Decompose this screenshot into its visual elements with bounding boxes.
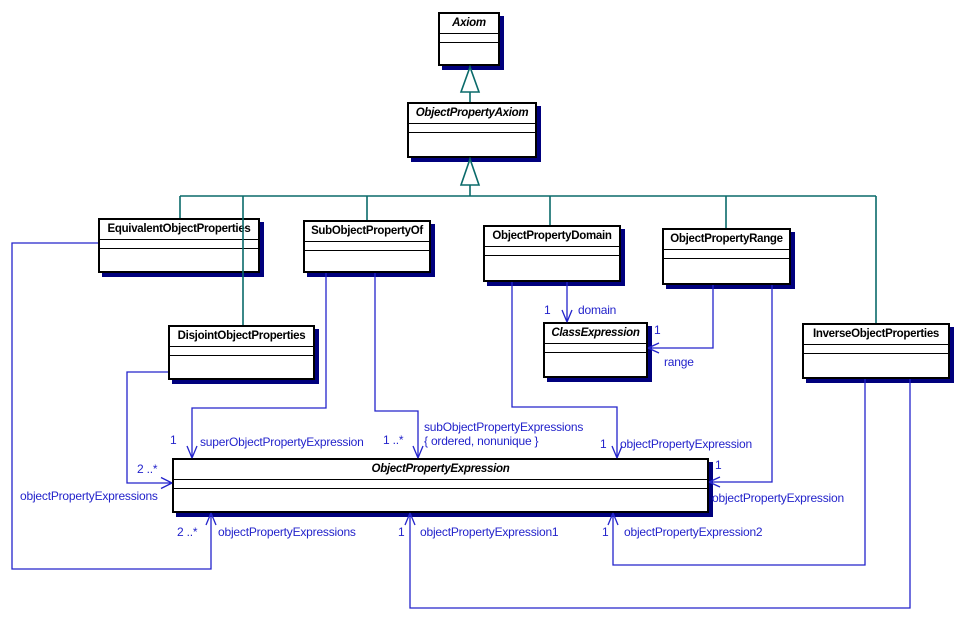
multiplicity-disjoint-opes: 2 ..* — [137, 462, 158, 476]
operations-compartment — [440, 43, 498, 64]
class-equivalentobjectproperties: EquivalentObjectProperties — [98, 218, 260, 273]
association-subobjectpropertyof-subopes — [374, 273, 424, 459]
role-label-equivalent-opes: objectPropertyExpressions — [218, 525, 356, 539]
multiplicity-range: 1 — [654, 323, 661, 337]
role-label-subope: subObjectPropertyExpressions — [424, 420, 584, 434]
association-objectpropertydomain-domain — [561, 282, 573, 323]
attributes-compartment — [305, 242, 429, 251]
class-axiom: Axiom — [438, 12, 500, 66]
class-subobjectpropertyof: SubObjectPropertyOf — [303, 220, 431, 273]
class-objectpropertyaxiom: ObjectPropertyAxiom — [407, 102, 537, 158]
operations-compartment — [100, 249, 258, 271]
attributes-compartment — [100, 240, 258, 249]
multiplicity-equivalent-opes: 2 ..* — [177, 525, 198, 539]
attributes-compartment — [545, 344, 646, 353]
class-name: Axiom — [440, 14, 498, 34]
operations-compartment — [664, 259, 789, 283]
class-objectpropertydomain: ObjectPropertyDomain — [483, 225, 621, 282]
attributes-compartment — [664, 250, 789, 259]
role-label-superope: superObjectPropertyExpression — [200, 435, 364, 449]
association-equivalentobjectproperties-opes — [11, 242, 217, 570]
multiplicity-superope: 1 — [170, 433, 177, 447]
operations-compartment — [409, 133, 535, 156]
class-name: ClassExpression — [545, 324, 646, 344]
multiplicity-range-ope: 1 — [715, 458, 722, 472]
class-objectpropertyexpression: ObjectPropertyExpression — [172, 458, 709, 513]
class-name: ObjectPropertyExpression — [174, 460, 707, 480]
role-label-range: range — [664, 355, 694, 369]
role-label-inverse-ope2: objectPropertyExpression2 — [624, 525, 763, 539]
role-label-domain: domain — [578, 303, 617, 317]
class-name: ObjectPropertyDomain — [485, 227, 619, 247]
multiplicity-inverse-ope1: 1 — [398, 525, 405, 539]
operations-compartment — [485, 256, 619, 280]
operations-compartment — [170, 356, 313, 378]
attributes-compartment — [174, 480, 707, 489]
operations-compartment — [174, 489, 707, 511]
class-disjointobjectproperties: DisjointObjectProperties — [168, 325, 315, 380]
operations-compartment — [545, 353, 646, 376]
role-label-domain-ope: objectPropertyExpression — [620, 437, 752, 451]
multiplicity-subope: 1 ..* — [383, 433, 404, 447]
class-name: ObjectPropertyAxiom — [409, 104, 535, 124]
association-objectpropertyrange-range — [647, 285, 714, 354]
class-name: EquivalentObjectProperties — [100, 220, 258, 240]
constraint-subope: { ordered, nonunique } — [424, 434, 539, 448]
role-label-range-ope: objectPropertyExpression — [712, 491, 844, 505]
operations-compartment — [305, 251, 429, 271]
class-name: ObjectPropertyRange — [664, 230, 789, 250]
attributes-compartment — [485, 247, 619, 256]
role-label-inverse-ope1: objectPropertyExpression1 — [420, 525, 559, 539]
attributes-compartment — [409, 124, 535, 133]
attributes-compartment — [804, 345, 948, 354]
class-objectpropertyrange: ObjectPropertyRange — [662, 228, 791, 285]
association-objectpropertyrange-ope — [708, 285, 773, 488]
role-label-disjoint-opes: objectPropertyExpressions — [20, 489, 158, 503]
attributes-compartment — [440, 34, 498, 43]
multiplicity-inverse-ope2: 1 — [602, 525, 609, 539]
class-classexpression: ClassExpression — [543, 322, 648, 378]
multiplicity-domain: 1 — [544, 303, 551, 317]
operations-compartment — [804, 354, 948, 377]
class-name: DisjointObjectProperties — [170, 327, 313, 347]
multiplicity-domain-ope: 1 — [600, 437, 607, 451]
class-name: SubObjectPropertyOf — [305, 222, 429, 242]
class-name: InverseObjectProperties — [804, 325, 948, 345]
class-inverseobjectproperties: InverseObjectProperties — [802, 323, 950, 379]
attributes-compartment — [170, 347, 313, 356]
generalization-objectpropertyaxiom-to-axiom — [459, 64, 481, 102]
